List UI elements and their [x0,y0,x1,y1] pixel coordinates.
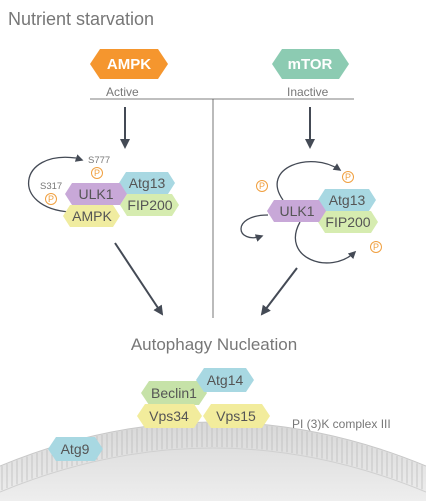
nucleation-label: Autophagy Nucleation [131,335,297,354]
atg9-label: Atg9 [61,441,90,457]
mtor-state: Inactive [287,85,329,99]
right-ulk1-label: ULK1 [279,203,314,219]
left-ulk1-hexagon [65,183,127,205]
right-loop-left [240,214,269,242]
phospho-right-1-icon: P [256,180,268,192]
left-ampk-hexagon [63,205,120,227]
atg9-hexagon [48,437,103,461]
right-fip200-label: FIP200 [325,214,370,230]
left-fip200-label: FIP200 [127,197,172,213]
site-s777: S777 [88,155,110,166]
phospho-s317-icon: P [45,193,57,205]
left-ulk1-label: ULK1 [78,186,113,202]
membrane [0,421,426,501]
phospho-s777-icon: P [91,167,103,179]
left-ampk-label: AMPK [72,208,112,224]
pi3k-complex-label: PI (3)K complex III [292,417,391,431]
arrow-right-to-nucleation [260,267,298,316]
left-atg13-label: Atg13 [129,175,166,191]
ampk-kinase: AMPK [90,49,168,79]
svg-text:P: P [94,168,100,178]
left-atg13-hexagon [119,172,175,194]
left-ulk1-complex: Atg13 FIP200 AMPK ULK1 S777 S317 P P [28,154,179,227]
beclin1-label: Beclin1 [151,385,197,401]
mtor-label: mTOR [288,56,333,73]
atg14-hexagon [196,368,254,392]
svg-text:P: P [48,194,54,204]
vps15-hexagon [203,404,270,428]
membrane-inner-edge [0,447,426,493]
right-fip200-hexagon [318,211,378,233]
beclin1-hexagon [141,381,207,405]
arrow-left-to-nucleation [114,242,164,316]
svg-text:P: P [345,172,351,182]
ampk-hexagon [90,49,168,79]
svg-text:P: P [259,181,265,191]
right-ulk1-hexagon [267,200,326,222]
right-atg13-hexagon [318,189,376,211]
vps34-hexagon [137,404,202,428]
ampk-state: Active [106,85,139,99]
page-title: Nutrient starvation [8,9,154,29]
left-feedback-loop [28,154,84,213]
phospho-right-2-icon: P [342,171,354,183]
vps34-label: Vps34 [149,408,189,424]
left-fip200-hexagon [120,194,179,216]
svg-text:P: P [373,242,379,252]
vps15-label: Vps15 [216,408,256,424]
right-loop-top [276,161,342,201]
right-atg13-label: Atg13 [329,192,366,208]
membrane-body [0,422,426,501]
right-ulk1-complex: Atg13 FIP200 ULK1 P P P [240,161,382,264]
ampk-label: AMPK [107,56,151,73]
mtor-kinase: mTOR [272,49,349,79]
mtor-hexagon [272,49,349,79]
membrane-lipids [1,423,423,491]
atg9-protein: Atg9 [48,437,103,461]
site-s317: S317 [40,181,62,192]
pi3k-complex: Beclin1 Atg14 Vps34 Vps15 [137,368,270,428]
right-loop-bottom [294,221,357,264]
phospho-right-3-icon: P [370,241,382,253]
atg14-label: Atg14 [207,372,244,388]
